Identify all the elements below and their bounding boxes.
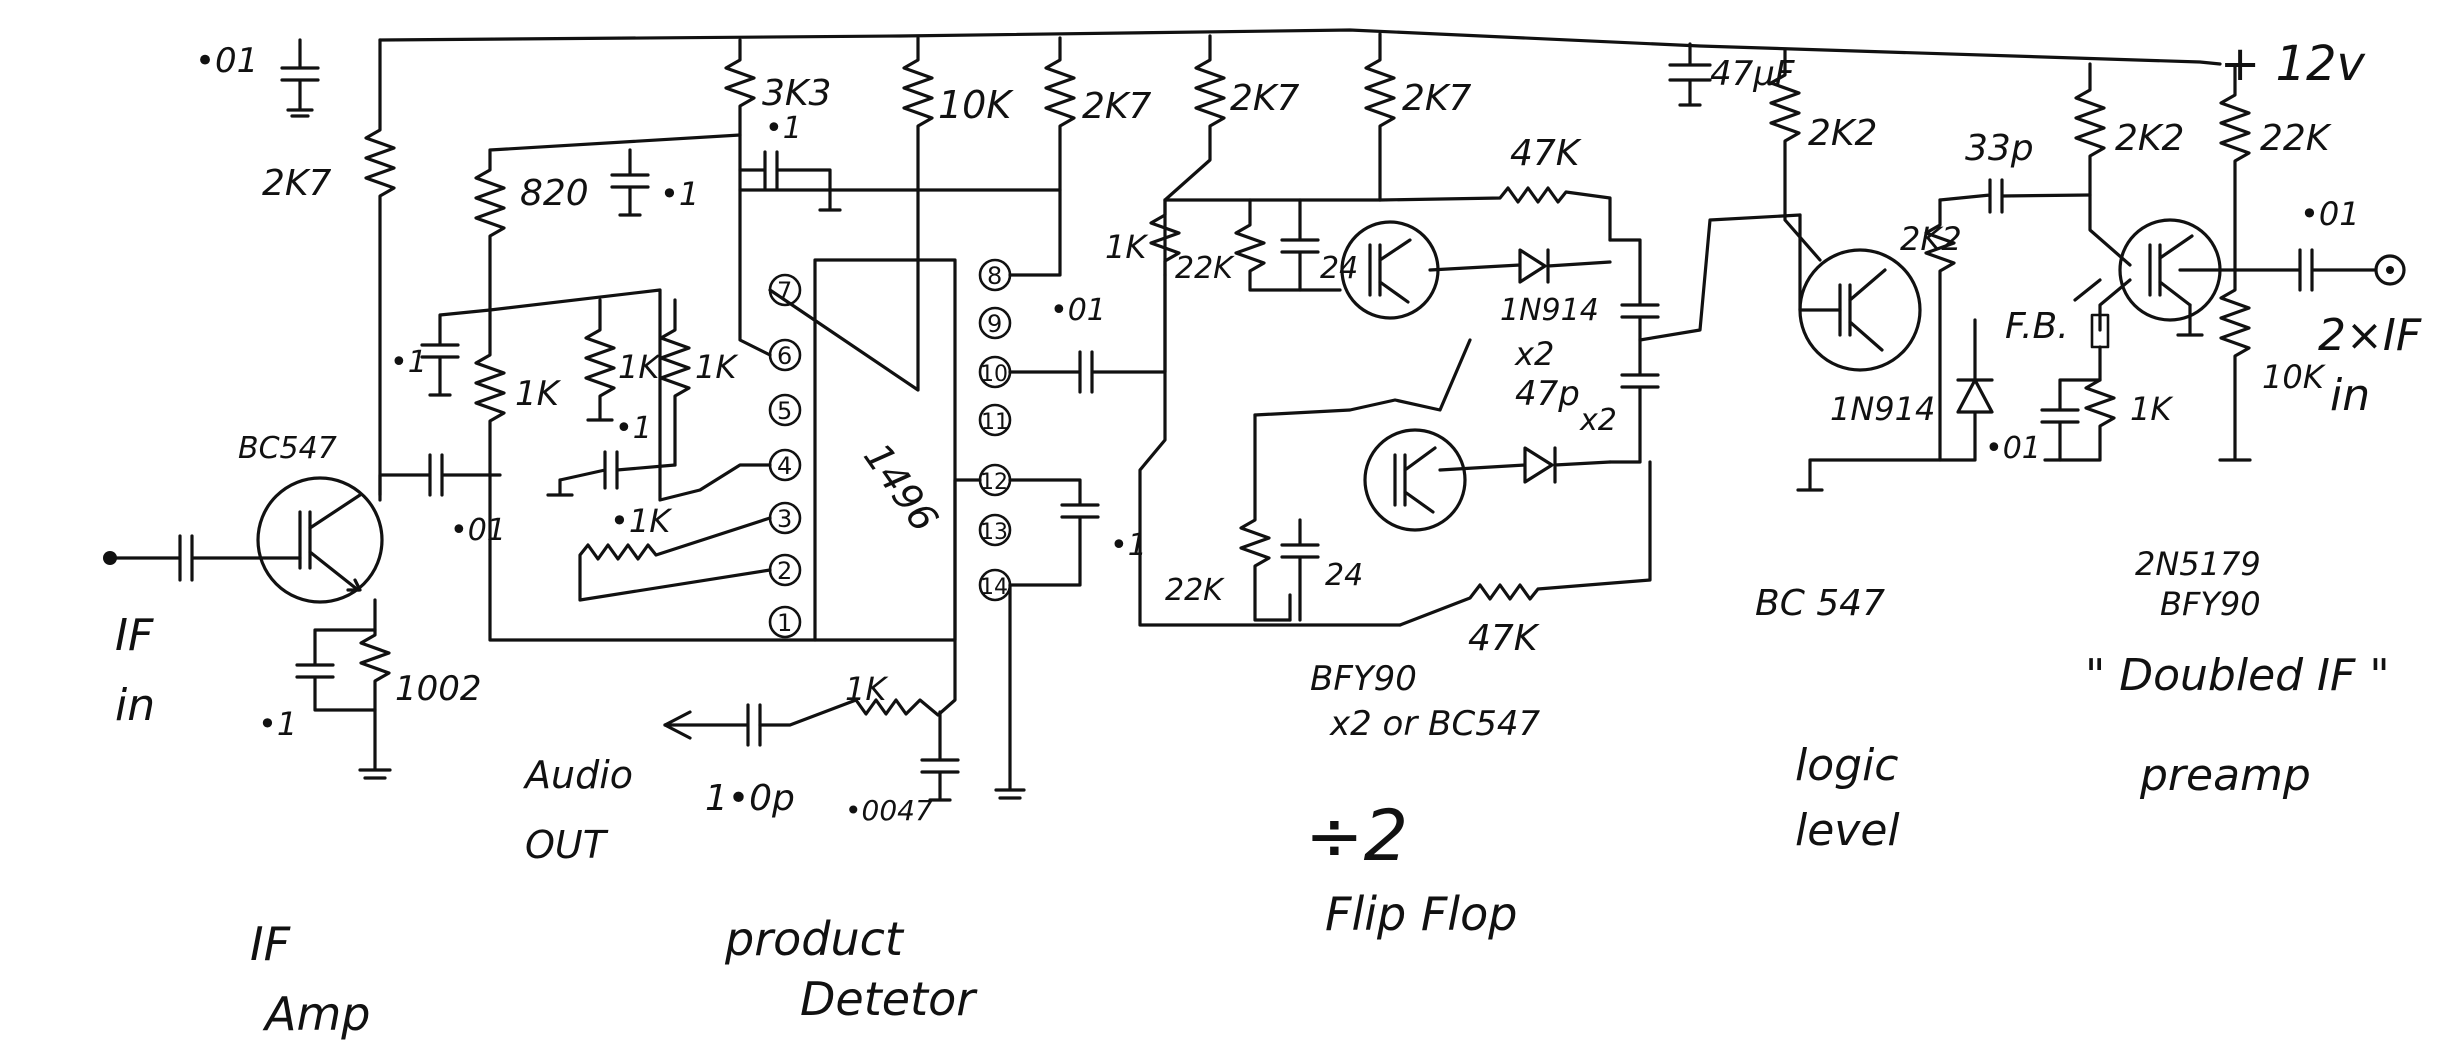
resistor-10k-label: 10K — [938, 83, 1014, 127]
section-logic-level-title-1: logic — [1795, 740, 1899, 791]
resistor-2k2-c-label: 2K2 — [2115, 118, 2184, 159]
resistor-1k-c-label: 1K — [695, 348, 739, 386]
diode-1n914-logic-label: 1N914 — [1830, 390, 1935, 428]
resistor-2k7-collector-label: 2K7 — [262, 163, 332, 204]
transistor-bfy90-label-1: BFY90 — [1310, 659, 1417, 699]
diode-1n914-ff-label-1: 1N914 — [1500, 293, 1599, 328]
feedback-label: F.B. — [2005, 306, 2069, 347]
resistor-2k7-collector — [364, 38, 396, 502]
transistor-bfy90-label-2: x2 or BC547 — [1329, 704, 1540, 744]
cap-1-pin6-label: •1 — [765, 111, 802, 146]
section-product-detector-title-1: product — [724, 912, 905, 966]
ic-pin-9: 9 — [987, 310, 1002, 338]
resistor-820-label: 820 — [520, 173, 589, 214]
transistor-2n5179-label-2: BFY90 — [2160, 585, 2261, 623]
resistor-100-label: 1002 — [395, 669, 482, 709]
cap-01-pre-label: •01 — [2300, 195, 2360, 233]
transistor-2n5179-label-1: 2N5179 — [2135, 545, 2261, 583]
ic-1496-label: 1496 — [855, 435, 947, 539]
resistor-2k7-b-label: 2K7 — [1230, 78, 1300, 119]
resistor-22k-b-label: 22K — [1165, 573, 1225, 608]
audio-out-label-1: Audio — [522, 753, 633, 797]
cap-1-0p-label: 1•0p — [705, 778, 795, 819]
if-in-label-1: IF — [115, 610, 154, 661]
cap-01-top: •01 — [195, 38, 320, 118]
section-product-detector-title-2: Detetor — [800, 972, 978, 1026]
cap-47p-x2-label: x2 — [1579, 403, 1617, 438]
ic-pins-right: 8 9 10 11 12 13 14 — [978, 258, 1012, 602]
resistor-1k-a-label: 1K — [515, 374, 562, 414]
transistor-bc547-logic-label: BC 547 — [1755, 583, 1885, 624]
if2-in-label-1: 2×IF — [2318, 310, 2422, 361]
supply-voltage-label: + 12v — [2220, 36, 2366, 92]
transistor-bc547-if: BC547 — [238, 431, 384, 604]
cap-1-pin4-label: •1 — [615, 411, 652, 446]
ic-pin-13: 13 — [980, 520, 1008, 545]
cap-33p-label: 33p — [1965, 128, 2034, 169]
resistor-2k7-c-label: 2K7 — [1402, 78, 1472, 119]
resistor-3k3-label: 3K3 — [762, 73, 831, 114]
cap-47p-label: 47p — [1515, 374, 1580, 414]
audio-out-label-2: OUT — [525, 823, 609, 867]
resistor-01k-label: •1K — [610, 502, 673, 540]
resistor-47k-a-label: 47K — [1510, 133, 1582, 174]
ic-pin-2: 2 — [777, 557, 792, 585]
section-flip-flop-title-2: Flip Flop — [1325, 887, 1517, 941]
if2-in-label-2: in — [2330, 370, 2370, 421]
cap-1-820-label: •1 — [660, 175, 699, 213]
ic-pin-5: 5 — [777, 397, 792, 425]
section-if-amp-title-2: Amp — [262, 987, 370, 1041]
ic-1496-body — [813, 258, 957, 642]
section-preamp-title-2: preamp — [2139, 750, 2311, 801]
resistor-1k-pre-label: 1K — [2130, 390, 2174, 428]
ic-pin-11: 11 — [981, 410, 1009, 435]
diode-1n914-ff-label-2: x2 — [1514, 335, 1554, 373]
transistor-bc547-if-label: BC547 — [238, 431, 337, 466]
section-preamp: 2K2 22K 10K •01 2×IF in F.B. 1K •01 2N51… — [1985, 62, 2422, 801]
cap-01-fb-label: •01 — [1985, 431, 2041, 466]
section-flip-flop: 1K 2K7 2K7 47K 22K 24 22K 24 — [1105, 32, 1802, 941]
cap-24-a-label: 24 — [1320, 251, 1358, 286]
resistor-2k7-a-label: 2K7 — [1082, 86, 1152, 127]
section-if-amp-title-1: IF — [250, 917, 291, 971]
ic-pin-1: 1 — [777, 609, 792, 637]
cap-1-emitter-label: •1 — [258, 705, 297, 743]
resistor-1k-b-label: 1K — [618, 348, 662, 386]
ic-pin-8: 8 — [987, 262, 1002, 290]
cap-0047-label: •0047 — [845, 794, 933, 827]
cap-01-top-label: •01 — [195, 41, 258, 81]
section-if-amp: •01 2K7 BC547 IF in 1002 •1 •01 IF Amp — [103, 38, 506, 1041]
ic-pin-4: 4 — [777, 452, 792, 480]
resistor-22k-pre-label: 22K — [2260, 118, 2332, 159]
ic-pins-left: 7 6 5 4 3 2 1 — [768, 273, 802, 639]
ic-pin-3: 3 — [777, 505, 792, 533]
resistor-1k-out-label: 1K — [845, 670, 889, 708]
ic-pin-12: 12 — [980, 470, 1008, 495]
section-product-detector: 1496 7 6 5 4 3 2 1 8 9 10 11 12 13 14 82… — [390, 36, 1167, 1026]
transistor-bfy90-2 — [1363, 428, 1467, 532]
resistor-47k-b-label: 47K — [1468, 618, 1540, 659]
section-logic-level-title-2: level — [1795, 805, 1900, 856]
if-input-terminal[interactable] — [103, 551, 117, 565]
resistor-2k2-a-label: 2K2 — [1808, 113, 1877, 154]
section-preamp-title-1: " Doubled IF " — [2085, 650, 2390, 701]
cap-01-coupling-label: •01 — [450, 513, 506, 548]
resistor-10k-pre-label: 10K — [2262, 358, 2327, 396]
resistor-22k-a-label: 22K — [1175, 251, 1235, 286]
resistor-1k-ff-label: 1K — [1105, 228, 1149, 266]
cap-01-pin10-label: •01 — [1050, 293, 1106, 328]
ic-pin-6: 6 — [777, 342, 792, 370]
cap-24-b-label: 24 — [1325, 558, 1363, 593]
if-in-label-2: in — [115, 680, 155, 731]
ic-pin-14: 14 — [980, 575, 1008, 600]
section-logic-level: 47μF 2K2 BC 547 2K2 1N914 33p logic leve… — [1668, 42, 2092, 856]
if2-input-terminal[interactable] — [2374, 254, 2406, 286]
ic-pin-10: 10 — [980, 362, 1008, 387]
resistor-2k2-b-label: 2K2 — [1900, 220, 1962, 258]
cap-1-bias-label: •1 — [390, 345, 427, 380]
section-flip-flop-title-1: ÷2 — [1305, 795, 1408, 877]
supply-rail: + 12v — [378, 28, 2366, 92]
